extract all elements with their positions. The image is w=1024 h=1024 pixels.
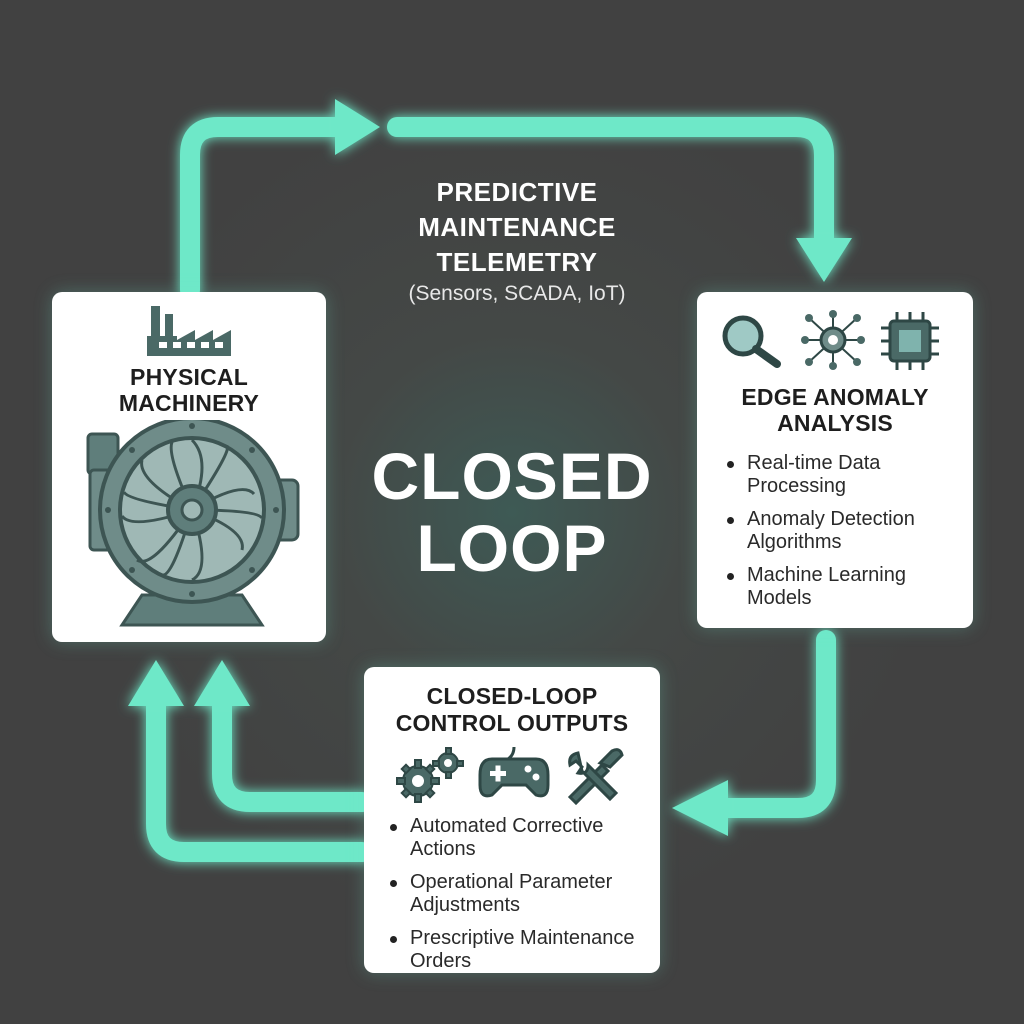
list-item: Anomaly Detection Algorithms [725, 508, 965, 554]
arrowhead-up-inner [194, 660, 250, 706]
arrow-return-outer [146, 690, 372, 862]
arrow-telemetry-out [180, 117, 350, 300]
arrow-return-inner [212, 690, 372, 812]
list-item: Real-time Data Processing [725, 452, 965, 498]
telemetry-subtitle: (Sensors, SCADA, IoT) [408, 282, 626, 305]
turbine-icon [86, 420, 300, 627]
list-item: Automated Corrective Actions [388, 815, 654, 861]
physical-machinery-card: PHYSICAL MACHINERY [52, 292, 326, 642]
chip-icon [881, 312, 939, 370]
list-item: Machine Learning Models [725, 564, 965, 610]
control-outputs-card: CLOSED-LOOP CONTROL OUTPUTS [364, 667, 660, 973]
control-outputs-title: CLOSED-LOOP CONTROL OUTPUTS [395, 683, 629, 736]
factory-icon [147, 306, 231, 356]
neural-network-icon [801, 310, 865, 370]
control-outputs-list: Automated Corrective Actions Operational… [388, 815, 654, 983]
arrowhead-left [672, 780, 728, 836]
list-item: Operational Parameter Adjustments [388, 871, 654, 917]
arrowhead-right [335, 99, 380, 155]
list-item: Prescriptive Maintenance Orders [388, 927, 654, 973]
arrow-telemetry-in [387, 117, 834, 250]
physical-machinery-title: PHYSICAL MACHINERY [118, 364, 260, 416]
tools-icon [567, 748, 624, 805]
gamepad-icon [478, 746, 550, 798]
telemetry-label: PREDICTIVE MAINTENANCE TELEMETRY (Sensor… [360, 175, 674, 308]
arrowhead-up-outer [128, 660, 184, 706]
edge-anomaly-card: EDGE ANOMALY ANALYSIS Real-time Data Pro… [697, 292, 973, 628]
gears-icon [396, 747, 464, 803]
arrow-control-out [715, 630, 836, 818]
closed-loop-title: CLOSED LOOP [371, 439, 653, 585]
arrowhead-down [796, 238, 852, 282]
magnifier-icon [722, 315, 781, 368]
telemetry-title: PREDICTIVE MAINTENANCE TELEMETRY [418, 177, 616, 277]
edge-anomaly-list: Real-time Data Processing Anomaly Detect… [725, 452, 965, 620]
edge-anomaly-title: EDGE ANOMALY ANALYSIS [741, 384, 929, 436]
